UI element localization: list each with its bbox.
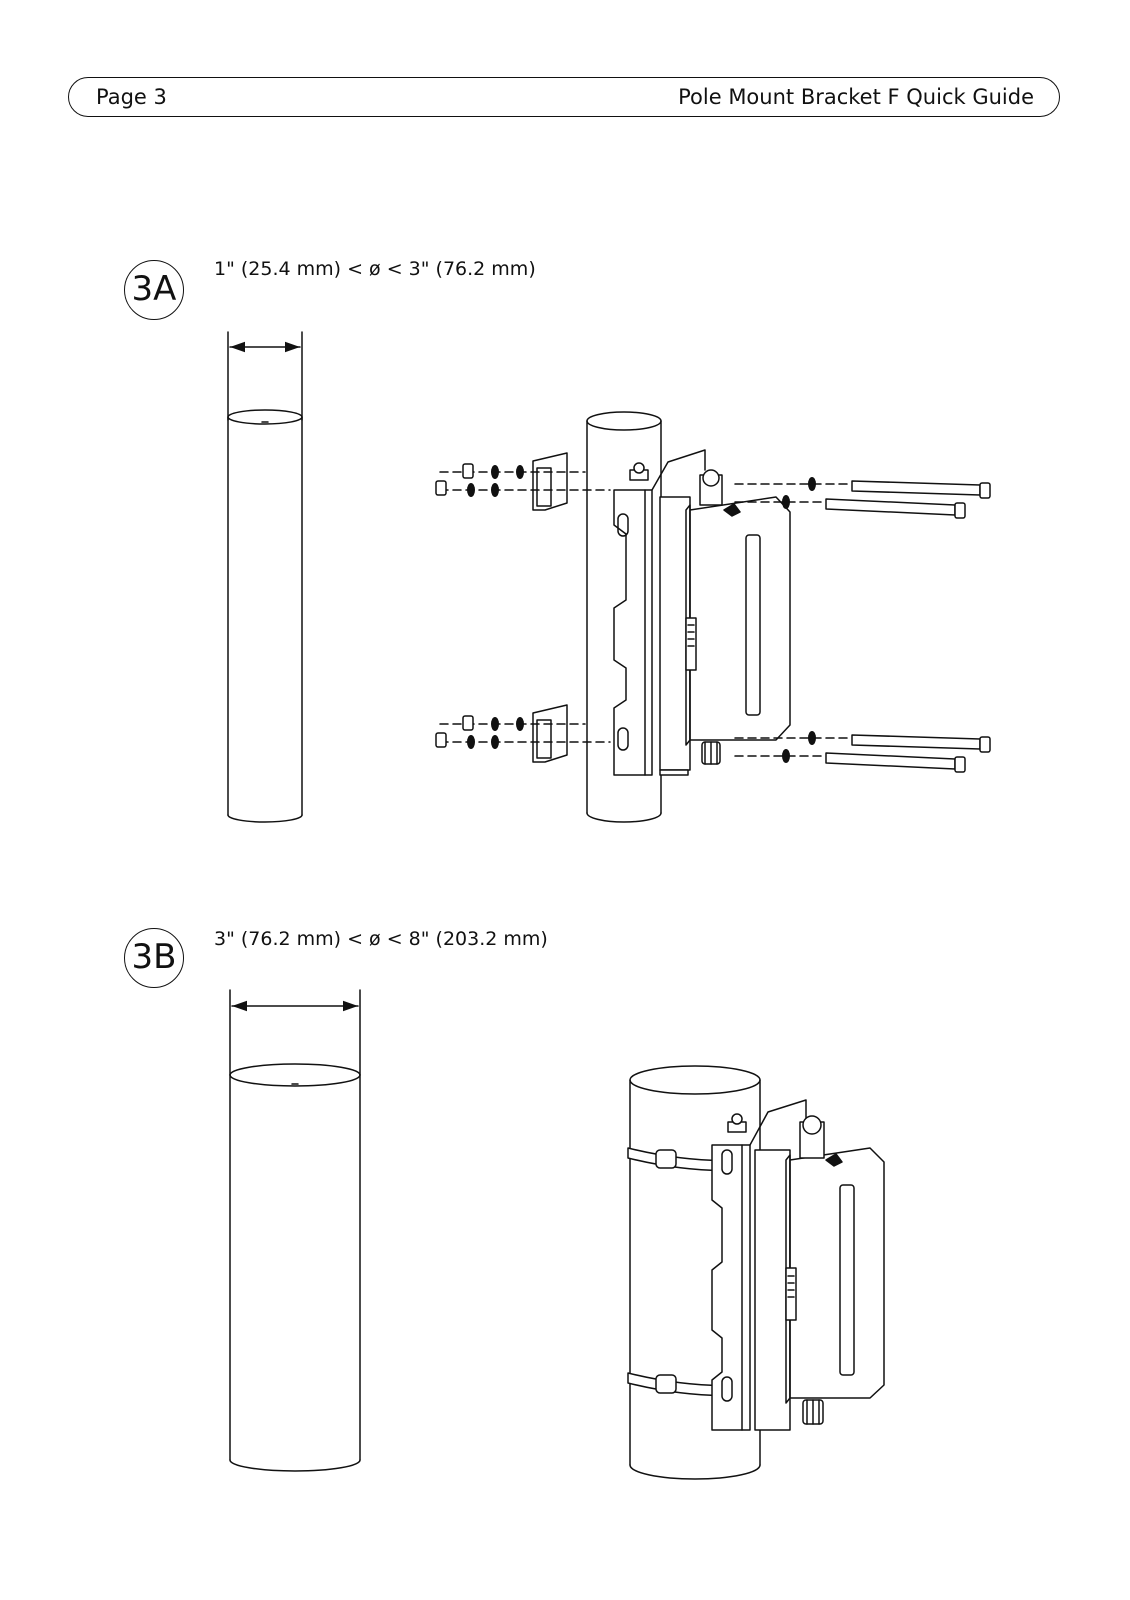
page-number: Page 3: [96, 85, 167, 109]
diameter-dimension-3b: [230, 990, 360, 1075]
mounted-assembly-3b: [628, 1066, 884, 1479]
document-title: Pole Mount Bracket F Quick Guide: [678, 85, 1034, 109]
pole-3a: [228, 410, 302, 822]
step-badge-3b: 3B: [124, 928, 184, 988]
pole-3b: [230, 1064, 360, 1471]
mounted-assembly-3a: [436, 412, 990, 822]
header-bar: [68, 77, 1060, 117]
step-badge-3a: 3A: [124, 260, 184, 320]
pole-diameter-range-3a: 1" (25.4 mm) < ø < 3" (76.2 mm): [214, 258, 536, 280]
pole-diameter-range-3b: 3" (76.2 mm) < ø < 8" (203.2 mm): [214, 928, 548, 950]
diameter-dimension-3a: [228, 332, 302, 420]
